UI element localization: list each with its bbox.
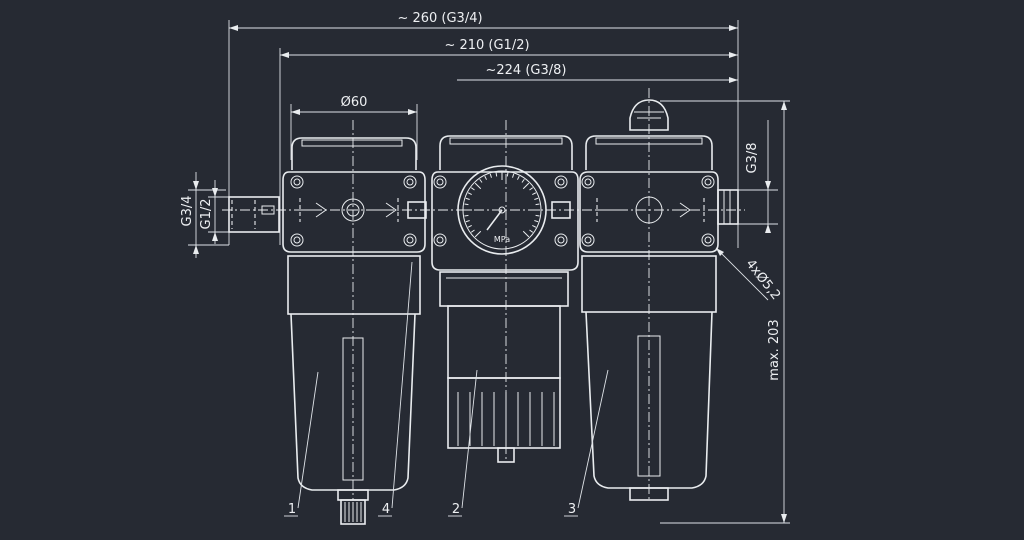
callout-3: 3 [568, 502, 576, 517]
dimension-lines [188, 20, 790, 524]
regulator-unit: MPa [407, 135, 579, 463]
gauge-tick [489, 173, 492, 178]
pressure-gauge [457, 165, 547, 255]
dim-port-g34-label: G3/4 [180, 196, 195, 227]
gauge-tick [535, 214, 540, 217]
dim-width-g34-label: ~ 260 (G3/4) [397, 11, 482, 26]
dim-diameter-label: Ø60 [341, 95, 368, 110]
gauge-tick [464, 203, 469, 206]
callout-labels: 1 2 3 4 [288, 502, 576, 517]
dimension-labels: ~ 260 (G3/4) ~ 210 (G1/2) ~224 (G3/8) Ø6… [180, 11, 783, 381]
center-lines [222, 88, 745, 500]
gauge-tick [534, 220, 539, 223]
gauge-tick [465, 197, 470, 200]
gauge-tick [484, 175, 488, 180]
gauge-tick [532, 224, 537, 228]
lubricator-unit [579, 99, 739, 501]
gauge-tick [464, 214, 469, 217]
filter-unit [228, 137, 426, 525]
gauge-tick [495, 172, 498, 177]
callout-leaders [284, 261, 609, 517]
gauge-tick [479, 178, 483, 183]
gauge-tick [470, 187, 475, 191]
gauge-tick [532, 192, 537, 196]
gauge-tick [474, 230, 482, 238]
dim-holes-label: 4xØ5,2 [742, 257, 783, 303]
gauge-scale [464, 172, 540, 238]
gauge-tick [467, 224, 472, 228]
gauge-needle [486, 209, 503, 231]
dim-width-g38-label: ~224 (G3/8) [486, 63, 567, 78]
gauge-tick [522, 230, 530, 238]
gauge-tick [529, 187, 534, 191]
callout-1: 1 [288, 502, 296, 517]
gauge-tick [470, 229, 475, 233]
gauge-tick [512, 173, 515, 178]
dim-max-height-label: max. 203 [767, 319, 782, 380]
gauge-tick [474, 182, 482, 190]
gauge-tick [516, 175, 520, 180]
gauge-tick [506, 172, 509, 177]
dim-port-g12-label: G1/2 [199, 199, 214, 230]
gauge-tick [521, 178, 525, 183]
dim-port-g38-label: G3/8 [745, 143, 760, 174]
gauge-tick [465, 220, 470, 223]
callout-2: 2 [452, 502, 460, 517]
gauge-tick [534, 197, 539, 200]
dim-width-g12-label: ~ 210 (G1/2) [444, 38, 529, 53]
gauge-tick [535, 203, 540, 206]
gauge-unit: MPa [494, 235, 510, 244]
gauge-tick [529, 229, 534, 233]
gauge-tick [522, 182, 530, 190]
gauge-tick [467, 192, 472, 196]
callout-4: 4 [382, 502, 390, 517]
